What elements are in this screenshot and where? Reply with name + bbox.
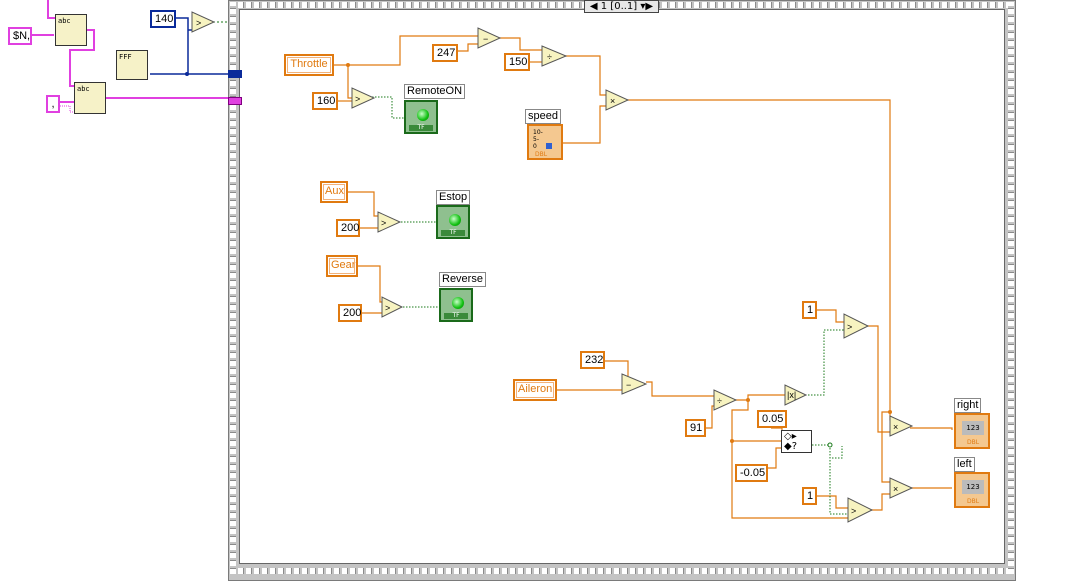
- svg-text:>: >: [385, 303, 390, 313]
- svg-text:>: >: [355, 94, 360, 104]
- string-tunnel: [228, 97, 242, 105]
- constant-0-05[interactable]: 0.05: [757, 410, 787, 428]
- svg-text:>: >: [196, 18, 201, 28]
- format-string-function-icon[interactable]: abc: [55, 14, 87, 46]
- svg-text:×: ×: [893, 484, 898, 494]
- format-string-constant[interactable]: $N,: [8, 27, 32, 45]
- speed-slider-control[interactable]: 10-5-0 DBL: [527, 124, 563, 160]
- slider-thumb-icon: [546, 143, 552, 149]
- constant-160[interactable]: 160: [312, 92, 338, 110]
- right-label: right: [954, 398, 982, 413]
- throttle-control[interactable]: Throttle: [284, 54, 334, 76]
- constant-247[interactable]: 247: [432, 44, 458, 62]
- speed-label: speed: [525, 109, 561, 124]
- frame-border-bottom: [230, 568, 1014, 574]
- svg-text:>: >: [851, 506, 856, 516]
- constant-1-bottom[interactable]: 1: [802, 487, 817, 505]
- svg-text:>: >: [847, 322, 852, 332]
- led-icon: [449, 214, 461, 226]
- svg-text:×: ×: [893, 422, 898, 432]
- select-function-icon[interactable]: ◇▸ ◆?: [781, 430, 812, 453]
- remote-on-label: RemoteON: [404, 84, 466, 99]
- svg-text:−: −: [626, 380, 631, 390]
- constant-neg-0-05[interactable]: -0.05: [735, 464, 768, 482]
- svg-text:÷: ÷: [717, 396, 722, 406]
- constant-91[interactable]: 91: [685, 419, 706, 437]
- svg-text:>: >: [381, 218, 386, 228]
- case-next-icon[interactable]: ▶: [645, 1, 654, 12]
- svg-text:|x|: |x|: [787, 390, 796, 400]
- svg-text:÷: ÷: [547, 52, 552, 62]
- aileron-control[interactable]: Aileron: [513, 379, 557, 401]
- remote-on-indicator[interactable]: TF: [404, 100, 438, 134]
- gear-control[interactable]: Gear: [326, 255, 358, 277]
- led-icon: [417, 109, 429, 121]
- delimiter-constant[interactable]: ,: [46, 95, 60, 113]
- integer-tunnel: [228, 70, 242, 78]
- concatenate-string-function-icon[interactable]: abc: [74, 82, 106, 114]
- left-label: left: [954, 457, 975, 472]
- frame-border-right: [1008, 2, 1014, 574]
- aux-control[interactable]: Aux: [320, 181, 348, 203]
- reverse-indicator[interactable]: TF: [439, 288, 473, 322]
- led-icon: [452, 297, 464, 309]
- constant-200-gear[interactable]: 200: [338, 304, 362, 322]
- constant-150[interactable]: 150: [504, 53, 530, 71]
- constant-200-aux[interactable]: 200: [336, 219, 360, 237]
- constant-232[interactable]: 232: [580, 351, 605, 369]
- frame-border-left: [230, 2, 236, 574]
- case-menu-icon[interactable]: ▾: [640, 1, 646, 12]
- constant-140[interactable]: 140: [150, 10, 176, 28]
- svg-text:−: −: [483, 34, 488, 44]
- svg-text:×: ×: [610, 96, 615, 106]
- estop-label: Estop: [436, 190, 471, 205]
- reverse-label: Reverse: [439, 272, 486, 287]
- case-prev-icon[interactable]: ◀: [589, 1, 598, 12]
- constant-1-top[interactable]: 1: [802, 301, 817, 319]
- estop-indicator[interactable]: TF: [436, 205, 470, 239]
- case-selector-label: 1 [0..1]: [600, 1, 638, 12]
- case-selector[interactable]: ◀ 1 [0..1] ▾▶: [584, 0, 659, 13]
- number-to-string-function-icon[interactable]: FFF: [116, 50, 148, 80]
